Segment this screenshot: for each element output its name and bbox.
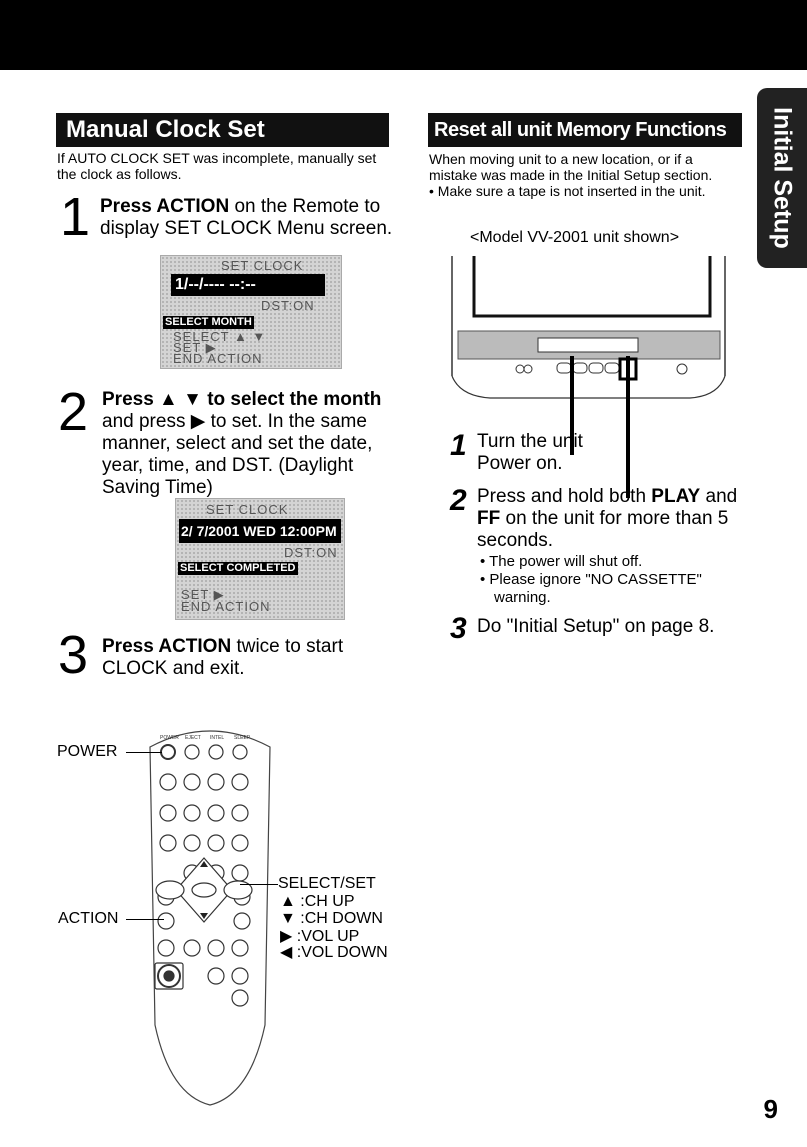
vol-down-label: ◀ :VOL DOWN [280,944,388,961]
ch-up-label: ▲ :CH UP [280,893,355,910]
reset-intro-2: mistake was made in the Initial Setup se… [429,167,713,183]
screen1-title: SET CLOCK [221,258,304,273]
svg-text:POWER: POWER [160,735,179,741]
screen1-dst: DST:ON [261,298,315,313]
screen2-set: SET ▶ [181,587,225,602]
reset-step-3-number: 3 [450,612,467,645]
screen2-end: END ACTION [181,599,271,614]
side-tab-label: Initial Setup [768,107,797,249]
screen2-dst: DST:ON [284,545,338,560]
initial-setup-side-tab: Initial Setup [757,88,807,268]
svg-text:SLEEP: SLEEP [234,735,251,741]
ch-down-label: ▼ :CH DOWN [280,910,383,927]
power-label: POWER [57,743,118,760]
reset-title: Reset all unit Memory Functions [428,113,742,147]
step-1-text: Press ACTION on the Remote to display SE… [100,196,393,239]
reset-step-3-text: Do "Initial Setup" on page 8. [477,616,715,637]
reset-step-1-number: 1 [450,429,467,462]
step-2-number: 2 [58,382,89,442]
svg-text:INTEL: INTEL [210,735,224,741]
screen2-bar: SELECT COMPLETED [178,562,298,575]
screen1-bar: SELECT MONTH [163,316,254,329]
reset-step-2-text: Press and hold both PLAY and FF on the u… [477,486,738,551]
screen1-select: SELECT ▲ ▼ [173,329,267,344]
set-clock-screen-2: SET CLOCK 2/ 7/2001 WED 12:00PM DST:ON S… [175,498,345,620]
page-number: 9 [763,1094,778,1124]
screen1-value: 1/--/---- --:-- [171,274,325,296]
screen1-set: SET ▶ [173,340,217,355]
callout-line-1 [570,410,574,455]
top-black-bar [0,0,807,70]
step-2-text: Press ▲ ▼ to select the month and press … [102,389,382,498]
set-clock-screen-1: SET CLOCK 1/--/---- --:-- DST:ON SELECT … [160,255,342,369]
model-caption: <Model VV-2001 unit shown> [470,229,680,246]
vol-up-label: ▶ :VOL UP [280,928,360,945]
reset-intro-1: When moving unit to a new location, or i… [429,151,693,167]
svg-text:EJECT: EJECT [185,735,201,741]
select-leader-line [240,884,278,885]
action-label: ACTION [58,910,119,927]
callout-line-2 [626,410,630,498]
screen2-value: 2/ 7/2001 WED 12:00PM [179,519,341,543]
action-leader-line [126,919,164,920]
remote-control-illustration: POWER EJECT INTEL SLEEP [149,730,271,1106]
step-3-number: 3 [58,625,89,685]
step-3-text: Press ACTION twice to start CLOCK and ex… [102,636,344,679]
step-1-number: 1 [60,187,91,247]
tv-vcr-unit-illustration [451,256,726,411]
select-set-label: SELECT/SET [278,875,376,892]
screen1-end: END ACTION [173,351,263,366]
reset-intro-3: • Make sure a tape is not inserted in th… [429,183,706,199]
manual-clock-title: Manual Clock Set [56,113,389,147]
reset-step-2-bullets: • The power will shut off. • Please igno… [480,553,702,606]
power-leader-line [126,752,162,753]
manual-clock-intro: If AUTO CLOCK SET was incomplete, manual… [57,150,377,182]
reset-step-2-number: 2 [450,484,467,517]
screen2-title: SET CLOCK [206,502,289,517]
